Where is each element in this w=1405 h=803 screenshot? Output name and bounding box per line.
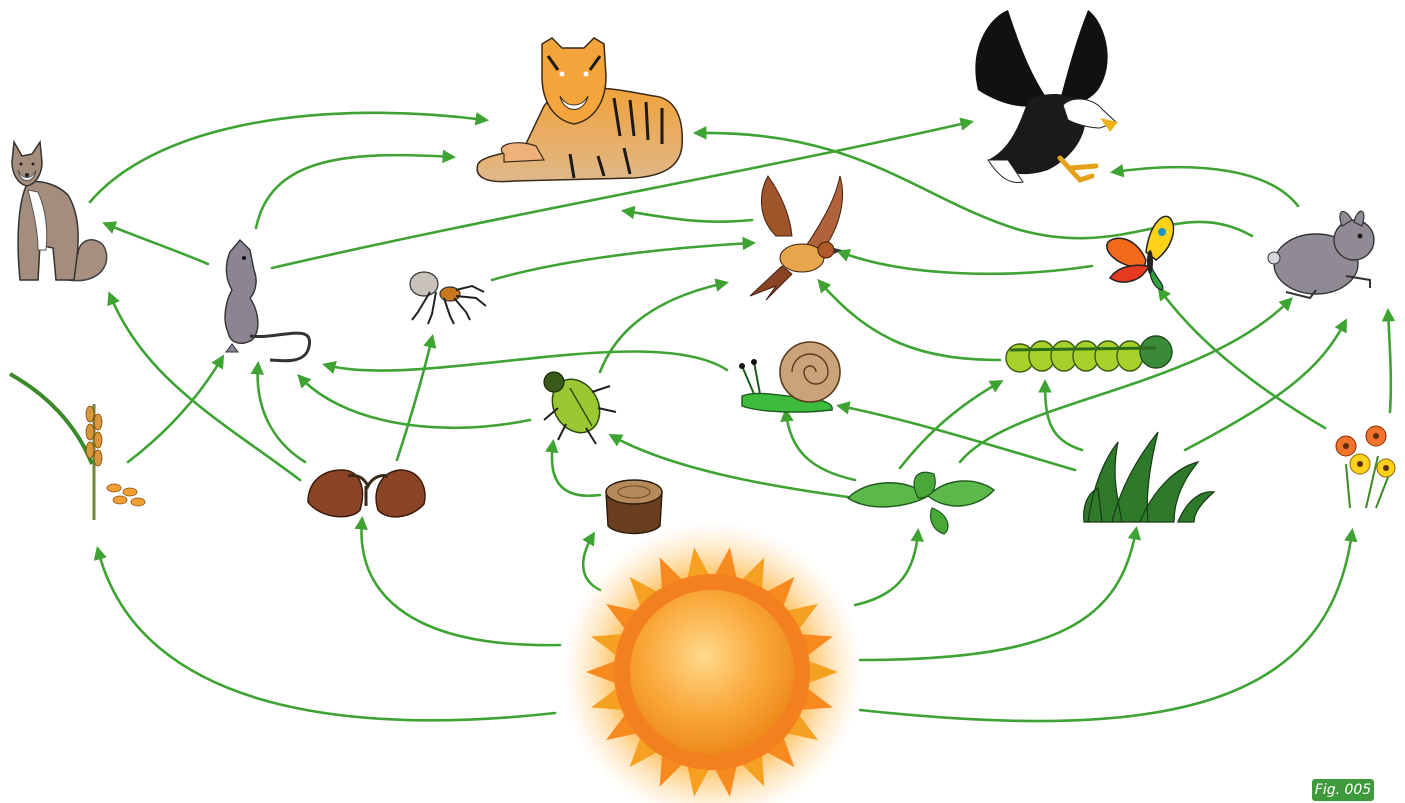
arrow-flowers-to-rabbit: [1388, 312, 1391, 412]
arrow-sun-to-acorns: [361, 520, 560, 645]
arrow-sun-to-flowers: [860, 532, 1352, 721]
beetle-icon: [543, 371, 616, 444]
arrow-fox-to-tiger: [90, 113, 485, 202]
arrow-mouse-to-tiger: [256, 155, 452, 228]
bird-icon: [750, 176, 843, 300]
caterpillar-icon: [1006, 336, 1172, 372]
sun-icon: [562, 522, 862, 803]
rabbit-icon: [1268, 211, 1374, 298]
arrow-butterfly-to-bird: [840, 252, 1092, 274]
arrow-wood-to-beetle: [552, 443, 600, 496]
mouse-icon: [225, 240, 310, 361]
arrow-caterpillar-to-bird: [820, 282, 1000, 360]
tiger-icon: [477, 38, 682, 182]
arrow-grass-to-caterpillar: [1045, 383, 1082, 450]
wood-stump-icon: [606, 480, 662, 534]
arrow-mouse-to-fox: [106, 224, 208, 264]
butterfly-icon: [1107, 216, 1174, 290]
arrow-beetle-to-bird: [600, 283, 725, 372]
eagle-icon: [975, 10, 1118, 183]
arrow-grass-to-rabbit: [1185, 322, 1345, 450]
arrow-snail-to-mouse: [326, 352, 727, 371]
acorns-icon: [308, 470, 425, 517]
arrow-flowers-to-butterfly: [1160, 290, 1325, 428]
flowers-icon: [1336, 426, 1395, 508]
wheat-icon: [10, 374, 145, 520]
arrow-acorns-to-spider: [397, 338, 432, 460]
arrow-sun-to-leaves: [855, 532, 918, 605]
arrow-bird-to-tiger: [625, 211, 752, 222]
arrow-acorns-to-mouse: [258, 365, 305, 462]
figure-label: Fig. 005: [1312, 779, 1374, 801]
spider-icon: [410, 272, 486, 324]
snail-icon: [739, 342, 840, 412]
arrow-sun-to-grass: [860, 530, 1136, 660]
arrow-spider-to-bird: [492, 243, 752, 280]
arrow-leaves-to-rabbit: [960, 300, 1290, 462]
arrow-wheat-to-mouse: [128, 358, 222, 462]
arrow-rabbit-to-eagle: [1114, 167, 1298, 206]
arrow-sun-to-wheat: [98, 550, 555, 720]
leaves-icon: [848, 472, 994, 534]
fox-icon: [12, 142, 107, 281]
arrow-leaves-to-snail: [786, 412, 855, 480]
